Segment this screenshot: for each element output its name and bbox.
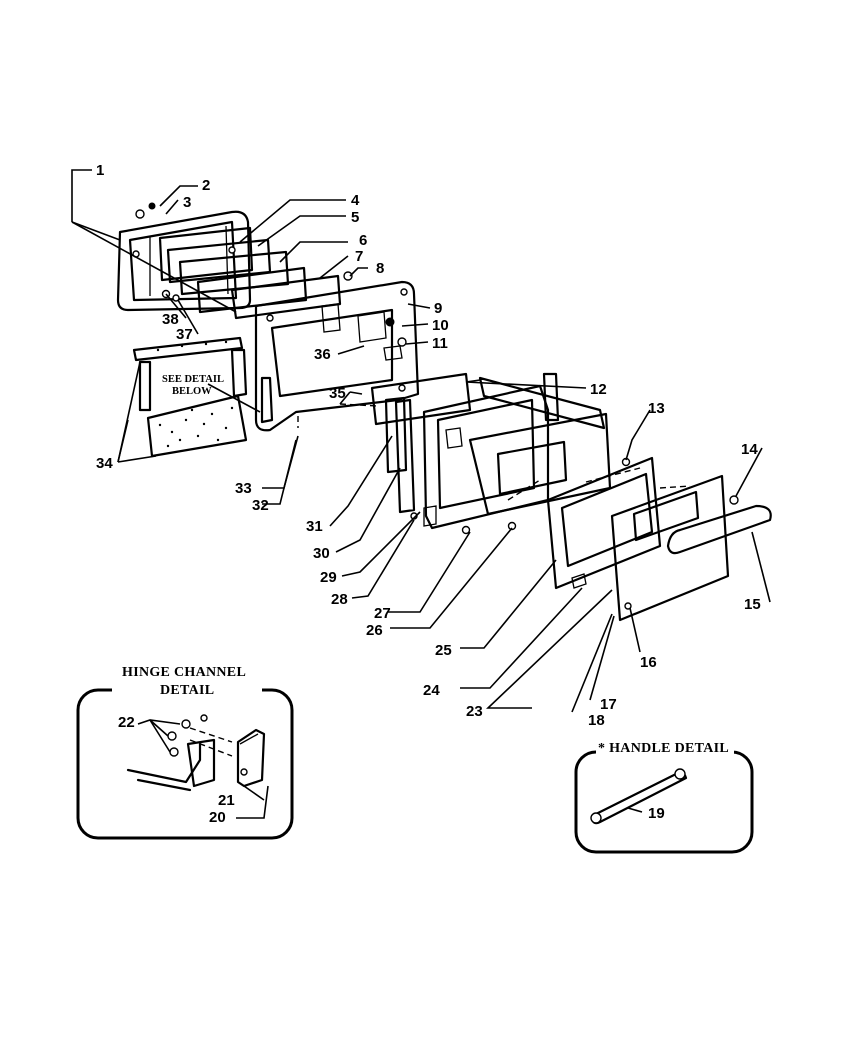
- door-handle: [666, 495, 772, 555]
- callout-7: 7: [355, 248, 363, 265]
- callout-29: 29: [320, 569, 337, 586]
- callout-31: 31: [306, 518, 323, 535]
- callout-labels: 1 2 3 4 5 6 7 8 9 10 11 12 13 14 15 16 1…: [96, 162, 761, 729]
- callout-25: 25: [435, 642, 452, 659]
- callout-8: 8: [376, 260, 384, 277]
- hinge-detail-subtitle: DETAIL: [160, 683, 214, 698]
- callout-17: 17: [600, 696, 617, 713]
- hinge-detail-title: HINGE CHANNEL: [122, 665, 246, 680]
- callout-5: 5: [351, 209, 359, 226]
- callout-35: 35: [329, 385, 346, 402]
- callout-11: 11: [432, 335, 448, 352]
- window-frame-assembly: [116, 202, 353, 320]
- door-middle-frames: [370, 372, 612, 535]
- callout-1: 1: [96, 162, 104, 179]
- callout-4: 4: [351, 192, 360, 209]
- callout-14: 14: [741, 441, 758, 458]
- callout-20: 20: [209, 809, 226, 826]
- callout-33: 33: [235, 480, 252, 497]
- callout-15: 15: [744, 596, 761, 613]
- inner-door-panel: [254, 280, 420, 432]
- leader-lines: [71, 169, 771, 713]
- callout-12: 12: [590, 381, 607, 398]
- callout-21: 21: [218, 792, 235, 809]
- door-insulation: [132, 336, 248, 458]
- callout-27: 27: [374, 605, 391, 622]
- callout-23: 23: [466, 703, 483, 720]
- callout-32: 32: [252, 497, 269, 514]
- callout-19: 19: [648, 805, 665, 822]
- callout-10: 10: [432, 317, 449, 334]
- callout-22: 22: [118, 714, 135, 731]
- callout-38: 38: [162, 311, 179, 328]
- assembly-lines: [297, 403, 691, 501]
- see-detail-line1: SEE DETAIL: [162, 374, 224, 385]
- callout-18: 18: [588, 712, 605, 729]
- see-detail-line2: BELOW: [172, 386, 212, 397]
- callout-16: 16: [640, 654, 657, 671]
- handle-detail-title: * HANDLE DETAIL: [598, 741, 729, 756]
- callout-37: 37: [176, 326, 193, 343]
- handle-detail: * HANDLE DETAIL 19: [574, 738, 754, 854]
- callout-13: 13: [648, 400, 665, 417]
- callout-2: 2: [202, 177, 210, 194]
- callout-36: 36: [314, 346, 331, 363]
- callout-9: 9: [434, 300, 442, 317]
- callout-3: 3: [183, 194, 191, 211]
- callout-30: 30: [313, 545, 330, 562]
- hinge-channel-detail: HINGE CHANNEL DETAIL 22 21 20: [76, 665, 294, 840]
- callout-26: 26: [366, 622, 383, 639]
- callout-24: 24: [423, 682, 440, 699]
- callout-34: 34: [96, 455, 113, 472]
- callout-6: 6: [359, 232, 367, 249]
- see-detail-note: SEE DETAIL BELOW: [162, 374, 224, 397]
- outer-door: [546, 456, 730, 622]
- callout-28: 28: [331, 591, 348, 608]
